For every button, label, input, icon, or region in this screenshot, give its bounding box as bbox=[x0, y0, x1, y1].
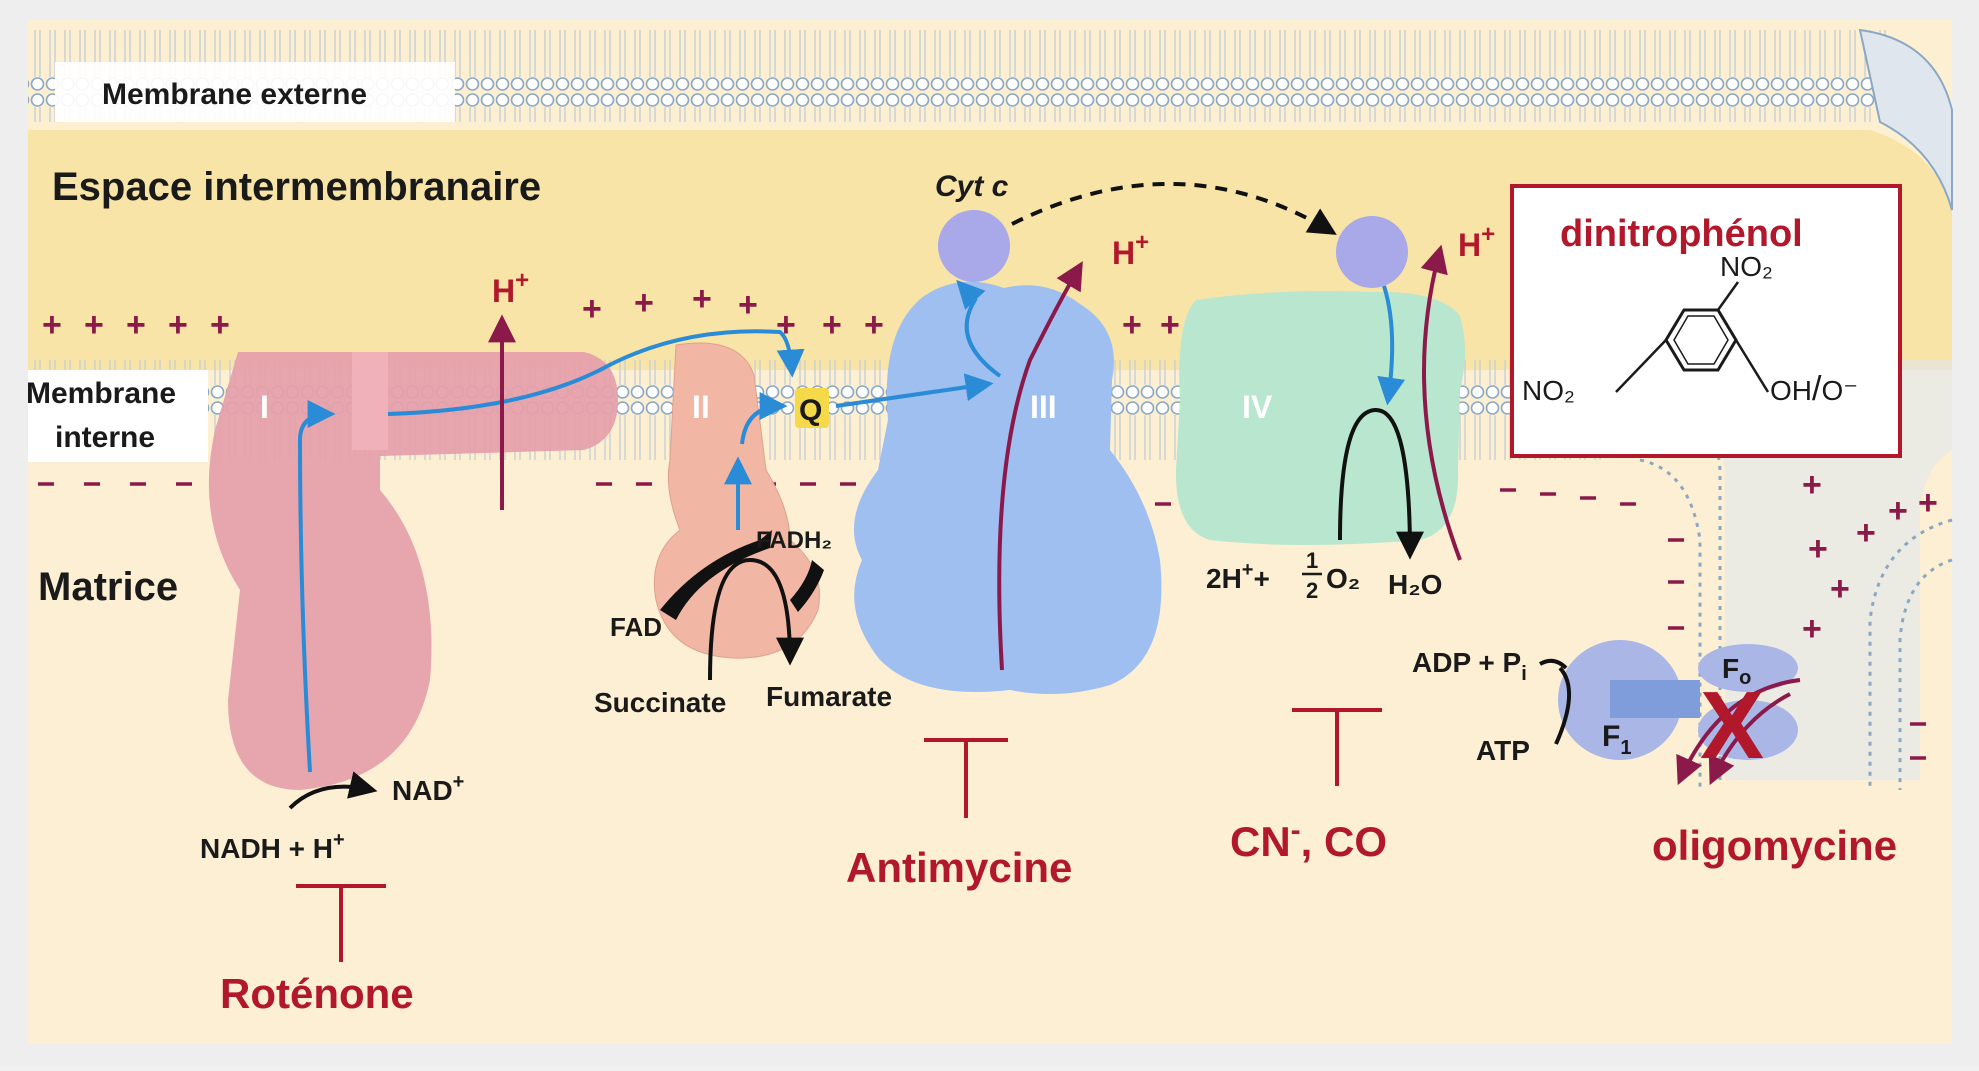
fad-label: FAD bbox=[610, 612, 662, 642]
oligomycin-cross-icon: X bbox=[1700, 672, 1764, 779]
complex-iii-label: III bbox=[1030, 389, 1057, 425]
atp-synthase-stalk bbox=[1610, 680, 1700, 718]
outer-membrane-label: Membrane externe bbox=[102, 78, 367, 111]
svg-text:+: + bbox=[822, 306, 842, 344]
complex-i-label: I bbox=[260, 389, 269, 425]
svg-text:+: + bbox=[84, 306, 104, 344]
complex-ii-label: II bbox=[692, 389, 710, 425]
cytc-transfer-arrow bbox=[1011, 181, 1337, 235]
fo-label: Fo bbox=[1722, 653, 1751, 689]
positive-charges: + + + + + + + + + + + + + + + + + + + + … bbox=[42, 280, 1938, 648]
oxygen-fraction-num: 1 bbox=[1306, 548, 1318, 573]
atp-synthase-fo-top bbox=[1698, 644, 1798, 692]
inner-membrane-label-2: interne bbox=[55, 421, 155, 454]
cytochrome-c-sphere-1 bbox=[938, 210, 1010, 282]
svg-text:+: + bbox=[1888, 492, 1908, 530]
svg-text:+: + bbox=[1122, 306, 1142, 344]
svg-text:+: + bbox=[1856, 514, 1876, 552]
svg-text:+: + bbox=[1160, 306, 1180, 344]
water-label: H₂O bbox=[1388, 569, 1442, 600]
dnp-oh: OH/O⁻ bbox=[1770, 370, 1858, 408]
adp-label: ADP + Pi bbox=[1412, 647, 1527, 685]
fumarate-label: Fumarate bbox=[766, 681, 892, 712]
intermembrane-space-label: Espace intermembranaire bbox=[52, 165, 541, 209]
svg-text:+: + bbox=[42, 306, 62, 344]
svg-text:+: + bbox=[582, 290, 602, 328]
svg-text:+: + bbox=[692, 280, 712, 318]
proton-labels: H+ H+ H+ bbox=[492, 221, 1495, 309]
antimycin-label: Antimycine bbox=[846, 844, 1072, 891]
oxygen-fraction-den: 2 bbox=[1306, 578, 1318, 603]
electron-flow bbox=[297, 279, 1406, 773]
svg-text:+: + bbox=[168, 306, 188, 344]
oligomycin-label: oligomycine bbox=[1652, 822, 1897, 869]
inner-membrane-label-1: Membrane bbox=[26, 377, 176, 410]
complex-i bbox=[208, 352, 618, 790]
nad-label: NAD+ bbox=[392, 771, 464, 806]
svg-text:+: + bbox=[1802, 466, 1822, 504]
nadh-label: NADH + H+ bbox=[200, 829, 345, 864]
dnp-title: dinitrophénol bbox=[1560, 213, 1803, 255]
rotenone-label: Roténone bbox=[220, 970, 414, 1017]
cytochrome-c-sphere-2 bbox=[1336, 216, 1408, 288]
svg-text:+: + bbox=[738, 286, 758, 324]
svg-text:+: + bbox=[1918, 484, 1938, 522]
succinate-label: Succinate bbox=[594, 687, 726, 718]
svg-text:H+: H+ bbox=[1458, 221, 1495, 263]
svg-text:+: + bbox=[1808, 530, 1828, 568]
dnp-no2-left: NO₂ bbox=[1522, 375, 1575, 406]
cyanide-label: CN-, CO bbox=[1230, 814, 1387, 865]
atp-label: ATP bbox=[1476, 735, 1530, 766]
inhibitor-bars bbox=[296, 708, 1382, 962]
fadh2-fad-exchange bbox=[660, 530, 772, 620]
quinone-label: Q bbox=[799, 394, 822, 427]
proton-flow bbox=[488, 244, 1801, 786]
svg-text:H+: H+ bbox=[492, 267, 529, 309]
svg-text:H+: H+ bbox=[1112, 229, 1149, 271]
negative-charges bbox=[38, 482, 1926, 760]
reaction-arrows bbox=[288, 407, 1571, 810]
quinone-badge bbox=[795, 388, 829, 428]
oxygen-reaction-left: 2H++ bbox=[1206, 559, 1270, 594]
fadh2-label: FADH₂ bbox=[756, 527, 832, 554]
svg-text:+: + bbox=[864, 306, 884, 344]
complex-iii bbox=[853, 281, 1162, 694]
svg-text:+: + bbox=[126, 306, 146, 344]
dnp-box bbox=[1510, 184, 1902, 458]
crista-fold bbox=[1600, 360, 1952, 780]
complex-iv bbox=[1175, 291, 1465, 545]
complex-iv-label: IV bbox=[1242, 389, 1273, 425]
oxygen-label: O₂ bbox=[1326, 563, 1360, 594]
svg-text:+: + bbox=[634, 284, 654, 322]
svg-text:+: + bbox=[210, 306, 230, 344]
dnp-structure bbox=[1615, 281, 1770, 393]
f1-label: F1 bbox=[1602, 720, 1631, 759]
svg-text:+: + bbox=[1830, 570, 1850, 608]
cytochrome-c-label: Cyt c bbox=[935, 170, 1009, 203]
svg-text:+: + bbox=[1802, 610, 1822, 648]
dnp-no2-top: NO₂ bbox=[1720, 251, 1773, 282]
matrix-label: Matrice bbox=[38, 565, 178, 609]
